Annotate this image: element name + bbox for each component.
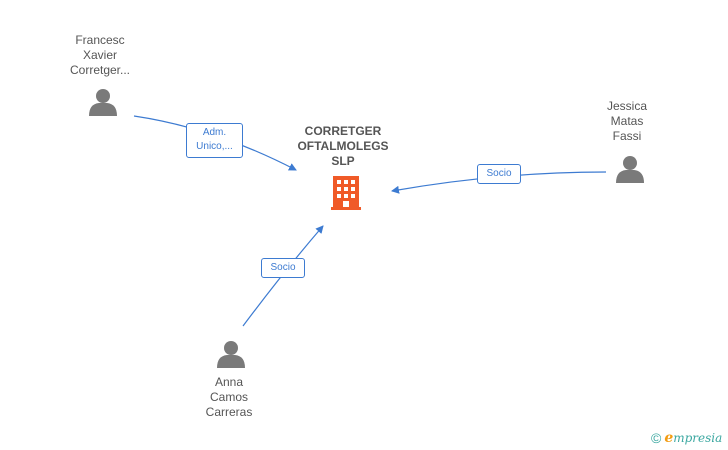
edge-label-socio-anna[interactable]: Socio (261, 258, 305, 278)
edge-label-socio-jessica[interactable]: Socio (477, 164, 521, 184)
person-icon[interactable] (616, 156, 644, 183)
empresia-logo: © empresia (651, 430, 722, 446)
person-name-anna[interactable]: Anna Camos Carreras (179, 375, 279, 420)
person-name-line: Carreras (205, 405, 253, 419)
edge-label-line: Adm. (202, 127, 227, 138)
person-name-jessica[interactable]: Jessica Matas Fassi (577, 99, 677, 144)
edge-label-adm-unico[interactable]: Adm. Unico,... (186, 123, 243, 158)
person-name-line: Corretger... (69, 63, 131, 77)
brand-initial: e (664, 430, 674, 446)
brand-rest: mpresia (673, 431, 723, 445)
person-name-line: Matas (610, 114, 644, 128)
company-name-line: OFTALMOLEGS (297, 139, 389, 153)
person-name-line: Jessica (606, 99, 647, 113)
company-name-line: CORRETGER (304, 124, 382, 138)
person-name-line: Camos (209, 390, 248, 404)
person-icon[interactable] (89, 89, 117, 116)
person-name-line: Xavier (82, 48, 117, 62)
edge-label-line: Unico,... (196, 141, 233, 152)
person-name-line: Anna (214, 375, 244, 389)
company-name[interactable]: CORRETGER OFTALMOLEGS SLP (283, 124, 403, 169)
brand-name: empresia (664, 430, 722, 446)
person-name-francesc[interactable]: Francesc Xavier Corretger... (50, 33, 150, 78)
edge-label-line: Socio (270, 262, 296, 273)
building-icon[interactable] (331, 176, 361, 210)
person-name-line: Francesc (75, 33, 125, 47)
edge-label-line: Socio (486, 168, 512, 179)
person-icon[interactable] (217, 341, 245, 368)
copyright-icon: © (651, 430, 662, 446)
company-name-line: SLP (331, 154, 355, 168)
person-name-line: Fassi (612, 129, 642, 143)
